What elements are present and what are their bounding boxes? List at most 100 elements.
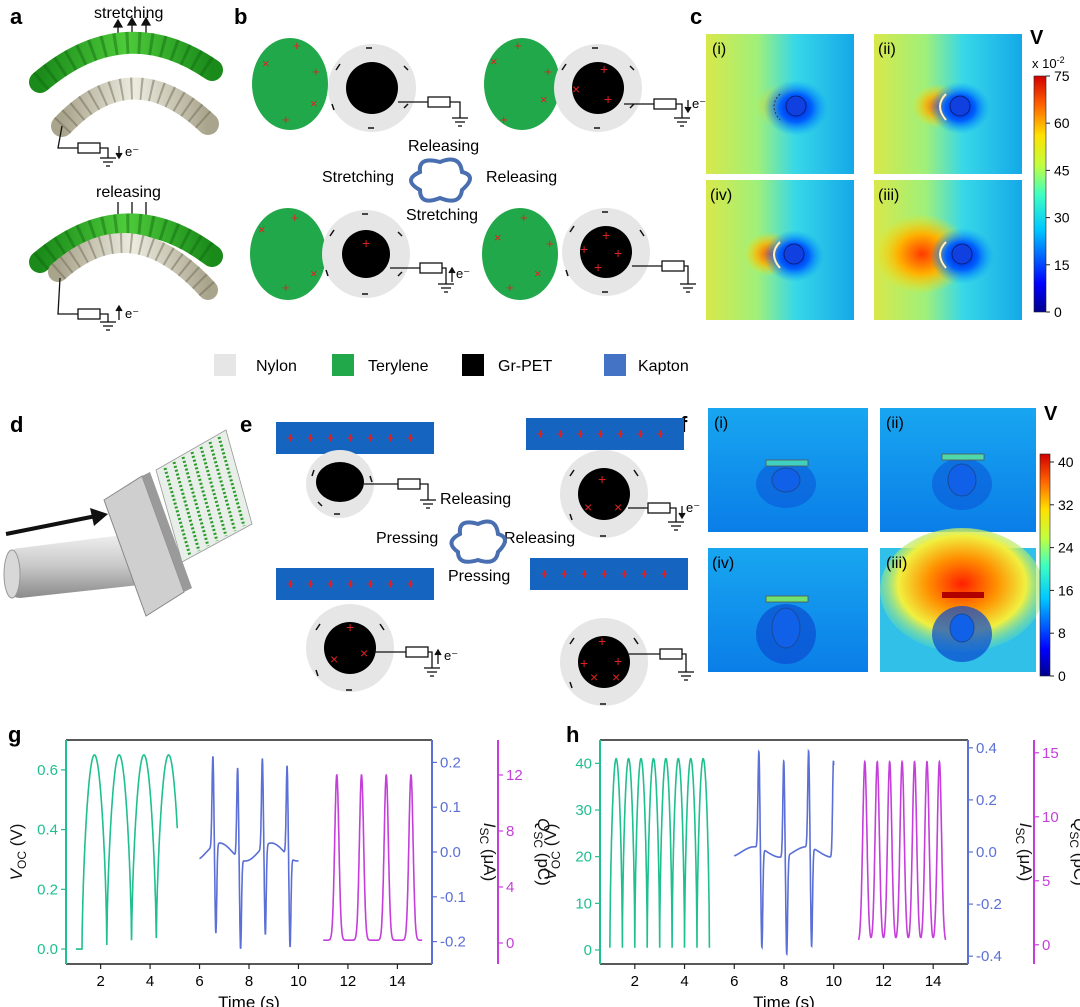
colorbar-scale-exp: -2 xyxy=(1057,55,1065,65)
isc-label-symbol: I xyxy=(1016,823,1035,828)
subpanel-label: (ii) xyxy=(878,41,896,58)
svg-text:+: + xyxy=(386,430,395,447)
x-axis-label: Time (s) xyxy=(753,993,815,1007)
qsc-tick-label: 8 xyxy=(506,823,514,840)
svg-text:+: + xyxy=(580,241,588,257)
voc-axis-label: VOC (V) xyxy=(7,824,29,881)
x-tick-label: 14 xyxy=(389,973,406,990)
svg-text:+: + xyxy=(386,576,395,593)
svg-text:+: + xyxy=(286,430,295,447)
voc-tick-label: 0 xyxy=(584,942,592,959)
x-tick-label: 2 xyxy=(631,973,639,990)
electron-label: e⁻ xyxy=(125,306,139,321)
panel-b: ++××+ ++××+ +×+ e⁻ Releasing Stretching … xyxy=(250,38,706,300)
qsc-tick-label: 0 xyxy=(506,935,514,952)
legend-label: Nylon xyxy=(256,358,297,375)
nylon-rope-icon xyxy=(51,77,219,137)
svg-text:+: + xyxy=(640,566,649,583)
colorbar-tick-label: 60 xyxy=(1054,115,1070,131)
circuit-icon xyxy=(57,125,123,167)
svg-text:+: + xyxy=(556,426,565,443)
kapton-film xyxy=(276,422,434,454)
svg-text:+: + xyxy=(660,566,669,583)
potential-map-f-iii xyxy=(880,528,1044,672)
panel-b-label: b xyxy=(234,4,247,29)
subpanel-label: (iv) xyxy=(710,187,732,204)
isc-label-symbol: I xyxy=(480,823,499,828)
isc-label-unit: (μA) xyxy=(480,844,499,881)
cycle-arrows-icon xyxy=(449,519,507,564)
releasing-right-label: Releasing xyxy=(504,530,575,547)
svg-text:+: + xyxy=(636,426,645,443)
svg-text:+: + xyxy=(596,426,605,443)
colorbar-tick-label: 45 xyxy=(1054,162,1070,178)
colorbar-tick-label: 75 xyxy=(1054,68,1070,84)
svg-text:+: + xyxy=(500,112,508,127)
svg-text:×: × xyxy=(262,56,270,71)
x-tick-label: 4 xyxy=(146,973,154,990)
stretching-label: stretching xyxy=(94,5,163,22)
pressing-left-label: Pressing xyxy=(376,530,438,547)
pressing-bottom-label: Pressing xyxy=(448,568,510,585)
electron-label: e⁻ xyxy=(125,144,139,159)
isc-tick-label: -0.2 xyxy=(440,934,466,951)
panel-e-label: e xyxy=(240,412,252,437)
svg-text:+: + xyxy=(406,576,415,593)
colorbar-unit: V xyxy=(1044,403,1058,425)
svg-text:+: + xyxy=(506,280,514,295)
svg-text:×: × xyxy=(614,499,622,515)
svg-text:+: + xyxy=(614,653,622,669)
isc-label-subscript: SC xyxy=(477,827,491,844)
voc-tick-label: 40 xyxy=(575,755,592,772)
material-legend: Nylon Terylene Gr-PET Kapton xyxy=(214,354,689,376)
svg-text:+: + xyxy=(346,430,355,447)
stretch-arrows-icon xyxy=(112,16,152,44)
voc-series-line xyxy=(609,757,711,948)
electron-label: e⁻ xyxy=(456,266,470,281)
qsc-tick-label: 12 xyxy=(506,767,523,784)
terylene-rope-icon xyxy=(29,31,223,93)
panel-d-label: d xyxy=(10,412,23,437)
svg-text:+: + xyxy=(406,430,415,447)
x-tick-label: 8 xyxy=(245,973,253,990)
press-arrow-icon xyxy=(5,514,97,536)
svg-text:+: + xyxy=(598,633,606,649)
legend-swatch-gr-pet xyxy=(462,354,484,376)
potential-map-f-iv xyxy=(708,548,868,672)
colorbar-tick-label: 32 xyxy=(1058,497,1074,513)
svg-text:+: + xyxy=(306,430,315,447)
voc-tick-label: 0.6 xyxy=(37,762,58,779)
colorbar-tick-label: 16 xyxy=(1058,582,1074,598)
electron-label: e⁻ xyxy=(692,96,706,111)
isc-label-unit: (μA) xyxy=(1016,844,1035,881)
svg-text:+: + xyxy=(346,619,354,635)
isc-axis-label: ISC (μA) xyxy=(477,823,499,882)
svg-text:+: + xyxy=(282,280,290,295)
svg-text:+: + xyxy=(576,426,585,443)
legend-label: Gr-PET xyxy=(498,358,552,375)
svg-text:×: × xyxy=(360,645,368,661)
x-tick-label: 4 xyxy=(680,973,688,990)
voc-tick-label: 0.4 xyxy=(37,822,58,839)
legend-swatch-kapton xyxy=(604,354,626,376)
svg-text:×: × xyxy=(310,96,318,111)
x-tick-label: 2 xyxy=(96,973,104,990)
svg-text:×: × xyxy=(540,92,548,107)
gr-pet-core xyxy=(346,62,398,114)
colorbar-tick-label: 40 xyxy=(1058,454,1074,470)
qsc-label-unit: (pC) xyxy=(1070,848,1080,886)
x-tick-label: 12 xyxy=(875,973,892,990)
voc-label-subscript: OC xyxy=(549,851,563,869)
colorbar-tick-label: 15 xyxy=(1054,257,1070,273)
colorbar-unit: V xyxy=(1030,27,1044,49)
svg-text:+: + xyxy=(362,235,370,251)
panel-c-label: c xyxy=(690,4,702,29)
svg-text:+: + xyxy=(614,245,622,261)
voc-tick-label: 20 xyxy=(575,849,592,866)
svg-text:×: × xyxy=(534,266,542,281)
electron-label: e⁻ xyxy=(686,500,700,515)
svg-text:+: + xyxy=(580,655,588,671)
